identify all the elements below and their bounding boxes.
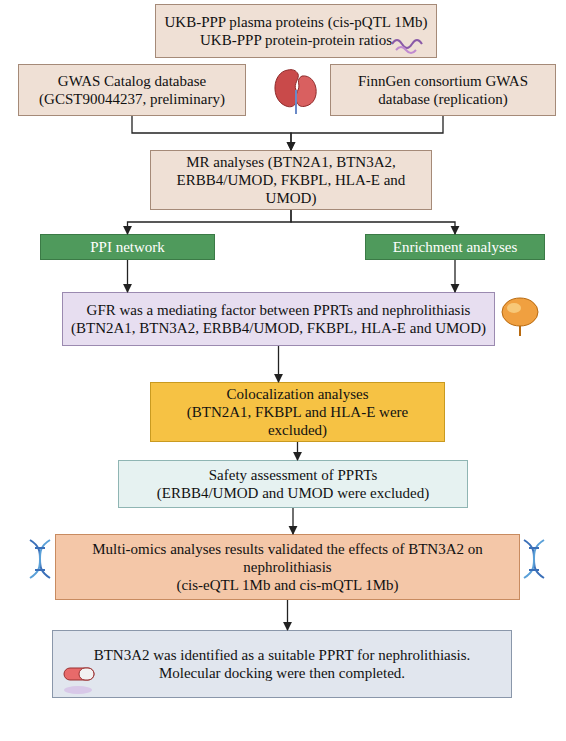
flow-arrow bbox=[292, 508, 293, 534]
box-heading: Safety assessment of PPRTs bbox=[209, 466, 377, 484]
organ-icon bbox=[502, 298, 538, 336]
flow-arrow bbox=[132, 116, 291, 150]
box-heading: Colocalization analyses bbox=[226, 385, 368, 403]
database-box: FinnGen consortium GWAS database (replic… bbox=[330, 64, 556, 116]
box-detail: (BTN2A1, BTN3A2, ERBB4/UMOD, FKBPL, HLA-… bbox=[71, 319, 486, 337]
colocalization-box: Colocalization analyses(BTN2A1, FKBPL an… bbox=[150, 382, 445, 442]
box-heading: UKB-PPP plasma proteins (cis-pQTL 1Mb) bbox=[164, 13, 427, 31]
box-heading: Enrichment analyses bbox=[393, 238, 518, 256]
analysis-box: Enrichment analyses bbox=[365, 234, 545, 260]
kidney-icon bbox=[275, 70, 316, 114]
box-heading: Multi-omics analyses results validated t… bbox=[64, 540, 511, 576]
analysis-box: PPI network bbox=[40, 234, 215, 260]
box-heading: BTN3A2 was identified as a suitable PPRT… bbox=[94, 646, 471, 664]
box-detail: (BTN2A1, FKBPL and HLA-E were excluded) bbox=[159, 403, 436, 439]
dna-icon bbox=[30, 540, 50, 578]
multiomics-box: Multi-omics analyses results validated t… bbox=[55, 534, 520, 600]
box-heading: PPI network bbox=[90, 238, 165, 256]
box-detail: Molecular docking were then completed. bbox=[159, 664, 405, 682]
flow-arrow bbox=[297, 442, 298, 460]
flow-arrow bbox=[278, 346, 279, 382]
analysis-box: MR analyses (BTN2A1, BTN3A2, ERBB4/UMOD,… bbox=[150, 150, 432, 210]
box-heading: GWAS Catalog database (GCST90044237, pre… bbox=[27, 72, 237, 108]
flow-arrow bbox=[454, 260, 455, 292]
input-box: UKB-PPP plasma proteins (cis-pQTL 1Mb)UK… bbox=[155, 4, 437, 58]
dna-icon bbox=[524, 540, 544, 578]
box-detail: (cis-eQTL 1Mb and cis-mQTL 1Mb) bbox=[176, 576, 398, 594]
result-box: BTN3A2 was identified as a suitable PPRT… bbox=[52, 630, 512, 698]
box-detail: UKB-PPP protein-protein ratios bbox=[200, 31, 392, 49]
mediation-box: GFR was a mediating factor between PPRTs… bbox=[62, 292, 495, 346]
box-detail: (ERBB4/UMOD and UMOD were excluded) bbox=[157, 484, 429, 502]
flow-arrow bbox=[287, 600, 288, 630]
flow-arrow bbox=[291, 210, 455, 234]
box-heading: GFR was a mediating factor between PPRTs… bbox=[87, 301, 471, 319]
flow-arrow bbox=[291, 116, 443, 150]
safety-box: Safety assessment of PPRTs(ERBB4/UMOD an… bbox=[118, 460, 468, 508]
database-box: GWAS Catalog database (GCST90044237, pre… bbox=[18, 64, 246, 116]
flow-arrow bbox=[127, 260, 128, 292]
box-heading: MR analyses (BTN2A1, BTN3A2, ERBB4/UMOD,… bbox=[159, 153, 423, 207]
box-heading: FinnGen consortium GWAS database (replic… bbox=[339, 72, 547, 108]
flow-arrow bbox=[128, 210, 292, 234]
